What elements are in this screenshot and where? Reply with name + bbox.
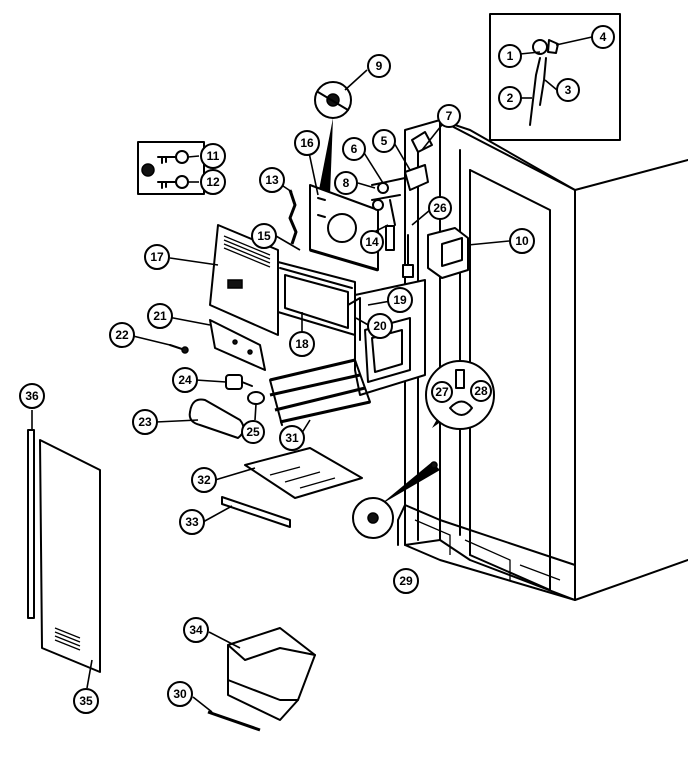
callout-32: 32 xyxy=(191,467,217,493)
svg-text:32: 32 xyxy=(197,473,211,487)
callout-22: 22 xyxy=(109,322,135,348)
svg-text:8: 8 xyxy=(343,176,350,190)
svg-text:23: 23 xyxy=(138,415,152,429)
fitting-part-9 xyxy=(314,81,352,195)
callout-6: 6 xyxy=(342,137,366,161)
callout-2: 2 xyxy=(498,86,522,110)
svg-text:2: 2 xyxy=(507,91,514,105)
valve-assembly xyxy=(371,131,433,278)
frame-part-19-20 xyxy=(347,279,426,396)
cover-23 xyxy=(188,398,245,439)
svg-text:9: 9 xyxy=(376,59,383,73)
svg-text:1: 1 xyxy=(507,49,514,63)
callout-36: 36 xyxy=(19,383,45,409)
svg-text:16: 16 xyxy=(300,136,314,150)
callout-23: 23 xyxy=(132,409,158,435)
callout-16: 16 xyxy=(294,130,320,156)
svg-text:33: 33 xyxy=(185,515,199,529)
callout-31: 31 xyxy=(279,425,305,451)
housing-15-18 xyxy=(277,261,356,336)
part-25 xyxy=(247,391,265,405)
callout-15: 15 xyxy=(251,223,277,249)
svg-text:27: 27 xyxy=(435,385,449,399)
screw-22 xyxy=(169,344,189,354)
key-icon xyxy=(157,150,189,164)
bracket-21 xyxy=(209,319,266,371)
callout-35: 35 xyxy=(73,688,99,714)
svg-text:20: 20 xyxy=(373,319,387,333)
callout-29: 29 xyxy=(393,568,419,594)
callout-7: 7 xyxy=(437,104,461,128)
key-inset-box xyxy=(137,141,205,195)
callout-11: 11 xyxy=(200,143,226,169)
ice-bin-34 xyxy=(227,627,316,721)
callout-4: 4 xyxy=(591,25,615,49)
svg-text:11: 11 xyxy=(207,149,220,163)
strip-30 xyxy=(207,710,261,732)
svg-text:36: 36 xyxy=(25,389,39,403)
callout-27: 27 xyxy=(431,381,453,403)
callout-26: 26 xyxy=(428,196,452,220)
callout-14: 14 xyxy=(360,230,384,254)
svg-text:34: 34 xyxy=(189,623,203,637)
svg-text:35: 35 xyxy=(79,694,93,708)
detail-circle-27-28 xyxy=(425,360,495,430)
callout-8: 8 xyxy=(334,171,358,195)
glass-shelf-32 xyxy=(244,447,363,499)
ice-chute-part xyxy=(427,227,469,279)
svg-text:12: 12 xyxy=(206,175,220,189)
callout-3: 3 xyxy=(556,78,580,102)
svg-text:18: 18 xyxy=(295,337,309,351)
callout-1: 1 xyxy=(498,44,522,68)
svg-text:7: 7 xyxy=(446,109,453,123)
svg-text:31: 31 xyxy=(285,431,299,445)
svg-text:10: 10 xyxy=(515,234,529,248)
svg-text:29: 29 xyxy=(399,574,413,588)
callout-5: 5 xyxy=(372,129,396,153)
svg-text:26: 26 xyxy=(433,201,447,215)
svg-text:17: 17 xyxy=(150,250,164,264)
svg-text:5: 5 xyxy=(381,134,388,148)
svg-text:19: 19 xyxy=(393,293,407,307)
refrigerator-cabinet xyxy=(397,119,688,601)
shelf-trim-33 xyxy=(221,496,291,528)
access-panel-35 xyxy=(39,439,101,673)
strip-part-13 xyxy=(288,189,298,245)
callout-34: 34 xyxy=(183,617,209,643)
solenoid-24 xyxy=(225,374,253,390)
callout-18: 18 xyxy=(289,331,315,357)
mounting-plate-16 xyxy=(309,184,379,272)
detail-circle-29 xyxy=(352,461,440,539)
svg-text:22: 22 xyxy=(115,328,129,342)
svg-text:3: 3 xyxy=(565,83,572,97)
callout-30: 30 xyxy=(167,681,193,707)
callout-13: 13 xyxy=(259,167,285,193)
svg-text:25: 25 xyxy=(246,425,260,439)
svg-text:21: 21 xyxy=(153,309,167,323)
svg-text:14: 14 xyxy=(365,235,379,249)
callout-10: 10 xyxy=(509,228,535,254)
callout-19: 19 xyxy=(387,287,413,313)
shelf-rails-31 xyxy=(269,358,371,426)
svg-text:30: 30 xyxy=(173,687,187,701)
callout-33: 33 xyxy=(179,509,205,535)
svg-text:15: 15 xyxy=(257,229,271,243)
strip-36 xyxy=(27,429,35,619)
svg-text:13: 13 xyxy=(265,173,279,187)
svg-text:4: 4 xyxy=(600,30,607,44)
callout-12: 12 xyxy=(200,169,226,195)
callout-17: 17 xyxy=(144,244,170,270)
callout-28: 28 xyxy=(470,380,492,402)
svg-text:24: 24 xyxy=(178,373,192,387)
callout-9: 9 xyxy=(367,54,391,78)
callout-25: 25 xyxy=(241,420,265,444)
svg-text:28: 28 xyxy=(474,384,488,398)
callout-24: 24 xyxy=(172,367,198,393)
svg-text:6: 6 xyxy=(351,142,358,156)
callout-20: 20 xyxy=(367,313,393,339)
callout-21: 21 xyxy=(147,303,173,329)
